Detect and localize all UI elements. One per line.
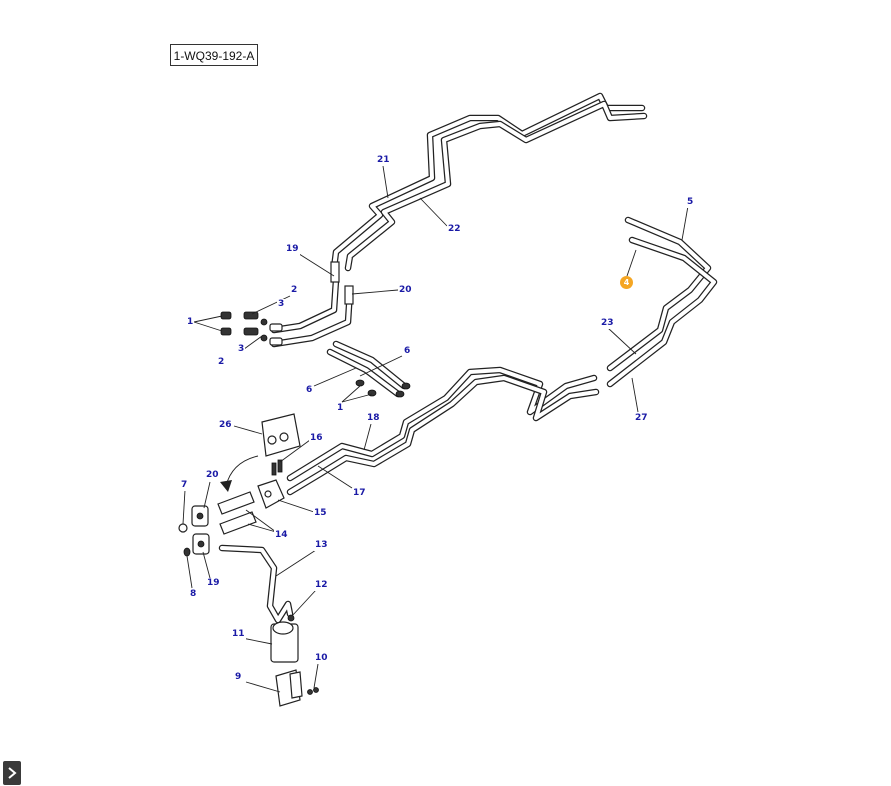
bracket-9 <box>275 669 319 707</box>
callout-23[interactable]: 21 <box>376 155 391 166</box>
hose-13 <box>218 544 294 624</box>
callout-10[interactable]: 10 <box>314 653 329 664</box>
fittings-1-2-3 <box>220 311 411 398</box>
diagram-reference-code: 1-WQ39-192-A <box>170 44 258 66</box>
callout-1-left[interactable]: 1 <box>186 317 195 328</box>
filter-11 <box>270 614 299 663</box>
callout-11[interactable]: 11 <box>231 629 246 640</box>
hotspot-4[interactable]: 4 <box>620 276 633 289</box>
callout-26[interactable]: 26 <box>218 420 233 431</box>
block-15-connectors-14 <box>217 459 285 535</box>
hose-21-22 <box>270 261 354 348</box>
valve-19-20 <box>178 505 210 557</box>
callout-19[interactable]: 19 <box>206 578 221 589</box>
callout-15[interactable]: 15 <box>313 508 328 519</box>
callout-22[interactable]: 20 <box>398 285 413 296</box>
callout-5[interactable]: 5 <box>686 197 695 208</box>
callout-16[interactable]: 16 <box>309 433 324 444</box>
tube-17-18 <box>286 366 600 496</box>
leader-lines <box>182 165 689 693</box>
callout-6-top[interactable]: 6 <box>403 346 412 357</box>
callout-3-top[interactable]: 3 <box>277 299 286 310</box>
callout-14[interactable]: 14 <box>274 530 289 541</box>
callout-27[interactable]: 27 <box>634 413 649 424</box>
tube-5-25-27 <box>606 216 718 388</box>
callout-1-bottom[interactable]: 1 <box>336 403 345 414</box>
callout-20[interactable]: 20 <box>205 470 220 481</box>
callout-18[interactable]: 18 <box>366 413 381 424</box>
callout-25[interactable]: 23 <box>600 318 615 329</box>
callout-2-top[interactable]: 2 <box>290 285 299 296</box>
tube-23-24 <box>330 92 648 272</box>
callout-3-bottom[interactable]: 3 <box>237 344 246 355</box>
callout-8[interactable]: 8 <box>189 589 198 600</box>
callout-7[interactable]: 7 <box>180 480 189 491</box>
tube-6 <box>326 340 408 398</box>
callout-9[interactable]: 9 <box>234 672 243 683</box>
callout-21[interactable]: 19 <box>285 244 300 255</box>
callout-12[interactable]: 12 <box>314 580 329 591</box>
callout-17[interactable]: 17 <box>352 488 367 499</box>
chevron-right-icon <box>8 767 17 779</box>
expand-panel-button[interactable] <box>3 761 21 785</box>
callout-6-bottom[interactable]: 6 <box>305 385 314 396</box>
callout-24[interactable]: 22 <box>447 224 462 235</box>
bracket-26 <box>220 413 301 492</box>
callout-13[interactable]: 13 <box>314 540 329 551</box>
callout-2-bottom[interactable]: 2 <box>217 357 226 368</box>
